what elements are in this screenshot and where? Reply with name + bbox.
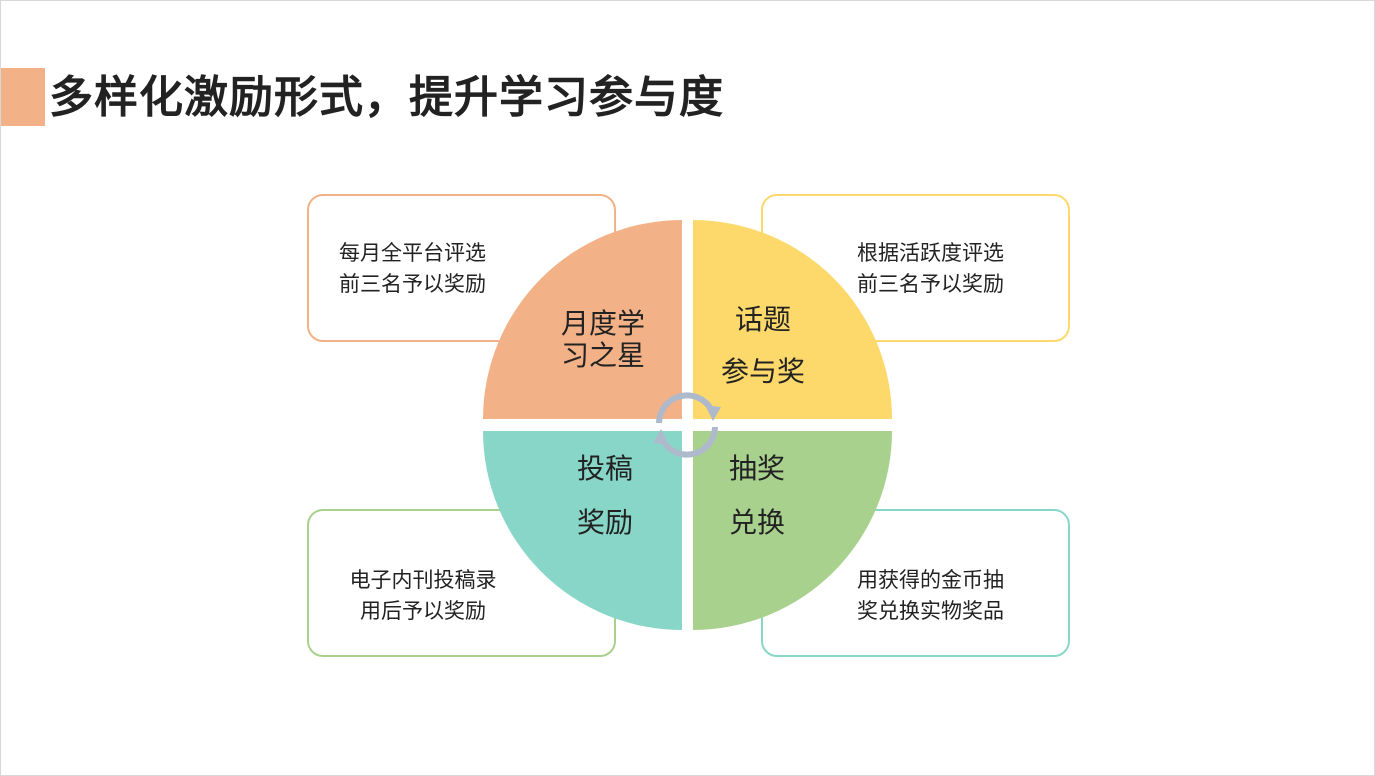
label-line: 投稿: [577, 452, 634, 485]
desc-text: 电子内刊投稿录 用后予以奖励: [339, 565, 507, 627]
label-line: 月度学: [561, 307, 646, 340]
label-line: 话题: [734, 303, 791, 336]
label-line: 兑换: [729, 506, 786, 539]
label-line: 奖励: [577, 506, 634, 539]
desc-line: 前三名予以奖励: [857, 272, 1004, 296]
quadrant-label: 月度学 习之星: [561, 308, 645, 372]
title-accent-bar: [1, 68, 45, 126]
desc-line: 每月全平台评选: [339, 241, 486, 265]
desc-text: 每月全平台评选 前三名予以奖励: [339, 238, 539, 300]
desc-line: 电子内刊投稿录: [349, 568, 497, 592]
page-title: 多样化激励形式，提升学习参与度: [49, 72, 724, 123]
quadrant-label: 抽奖 兑换: [729, 447, 785, 545]
desc-line: 前三名予以奖励: [339, 272, 486, 296]
cycle-arrows-icon: [653, 392, 721, 458]
desc-line: 根据活跃度评选: [857, 241, 1004, 265]
label-line: 抽奖: [729, 452, 786, 485]
desc-text: 用获得的金币抽 奖兑换实物奖品: [857, 565, 1057, 627]
desc-line: 用后予以奖励: [360, 599, 486, 623]
desc-line: 奖兑换实物奖品: [857, 599, 1004, 623]
label-line: 参与奖: [720, 355, 805, 388]
quadrant-label: 投稿 奖励: [577, 447, 633, 545]
quadrant-label: 话题 参与奖: [711, 298, 815, 394]
quadrant-monthly-star: 月度学 习之星: [483, 220, 682, 419]
desc-line: 用获得的金币抽: [857, 568, 1004, 592]
desc-text: 根据活跃度评选 前三名予以奖励: [857, 238, 1057, 300]
label-line: 习之星: [561, 339, 646, 372]
